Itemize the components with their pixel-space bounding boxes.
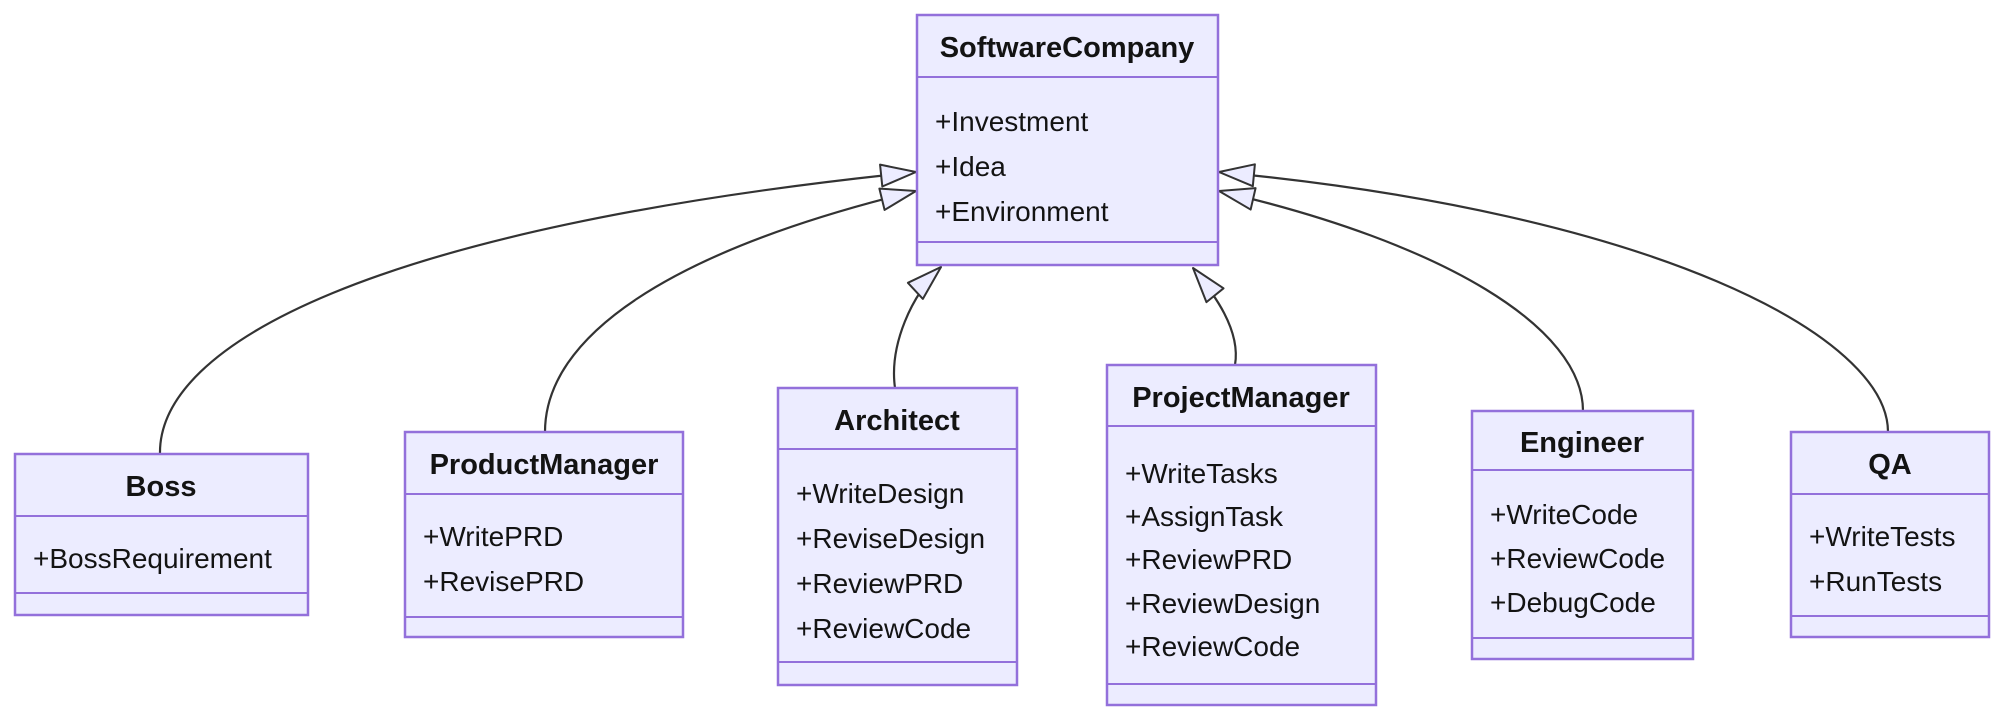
class-attribute: +WriteTasks <box>1125 458 1278 489</box>
class-attribute: +ReviseDesign <box>796 523 985 554</box>
class-title: Architect <box>834 405 960 437</box>
edge-projectmanager-to-softwarecompany <box>1192 267 1237 366</box>
class-attribute: +RunTests <box>1809 566 1942 597</box>
class-attribute: +DebugCode <box>1490 587 1656 618</box>
edge-qa-to-softwarecompany <box>1218 163 1890 433</box>
class-architect: Architect +WriteDesign +ReviseDesign +Re… <box>776 386 1019 687</box>
class-qa: QA +WriteTests +RunTests <box>1789 430 1991 639</box>
class-title: SoftwareCompany <box>940 32 1195 64</box>
class-attribute: +ReviewCode <box>1125 631 1300 662</box>
class-title: Engineer <box>1520 427 1644 459</box>
class-title: ProductManager <box>430 449 659 481</box>
class-title: Boss <box>126 471 197 503</box>
class-box <box>1789 430 1991 639</box>
edge-architect-to-softwarecompany <box>892 266 942 389</box>
class-attribute: +RevisePRD <box>423 566 584 597</box>
class-title: QA <box>1868 449 1912 481</box>
class-attribute: +Environment <box>935 196 1109 227</box>
class-box <box>1105 363 1378 707</box>
class-project-manager: ProjectManager +WriteTasks +AssignTask +… <box>1105 363 1378 707</box>
class-attribute: +ReviewCode <box>796 613 971 644</box>
class-attribute: +ReviewDesign <box>1125 588 1320 619</box>
class-attribute: +ReviewPRD <box>1125 544 1292 575</box>
class-box <box>13 452 310 617</box>
relations <box>158 163 1890 455</box>
class-attribute: +AssignTask <box>1125 501 1284 532</box>
class-attribute: +WriteCode <box>1490 499 1638 530</box>
edge-boss-to-softwarecompany <box>158 163 917 455</box>
class-box <box>776 386 1019 687</box>
class-product-manager: ProductManager +WritePRD +RevisePRD <box>403 430 685 639</box>
class-box <box>915 13 1220 267</box>
edge-engineer-to-softwarecompany <box>1218 187 1585 412</box>
class-attribute: +ReviewPRD <box>796 568 963 599</box>
class-attribute: +Idea <box>935 151 1006 182</box>
class-title: ProjectManager <box>1132 382 1350 414</box>
class-box <box>1470 409 1695 661</box>
class-attribute: +WritePRD <box>423 521 563 552</box>
edge-productmanager-to-softwarecompany <box>543 187 917 433</box>
class-attribute: +BossRequirement <box>33 543 272 574</box>
class-attribute: +Investment <box>935 106 1089 137</box>
class-boss: Boss +BossRequirement <box>13 452 310 617</box>
class-attribute: +ReviewCode <box>1490 543 1665 574</box>
class-box <box>403 430 685 639</box>
class-software-company: SoftwareCompany +Investment +Idea +Envir… <box>915 13 1220 267</box>
class-engineer: Engineer +WriteCode +ReviewCode +DebugCo… <box>1470 409 1695 661</box>
class-attribute: +WriteTests <box>1809 521 1956 552</box>
class-attribute: +WriteDesign <box>796 478 964 509</box>
